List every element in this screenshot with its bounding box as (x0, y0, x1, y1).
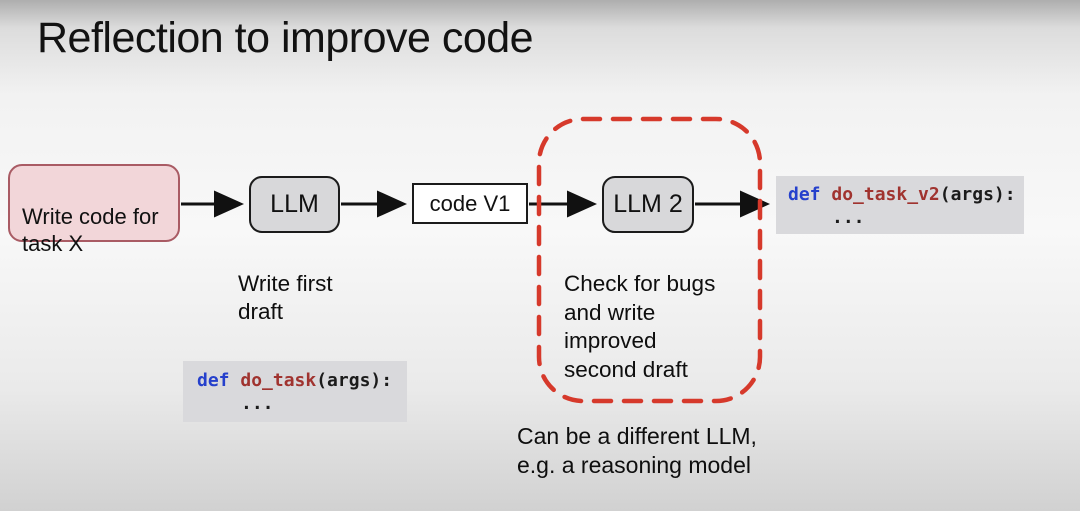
code-args: (args): (939, 184, 1016, 205)
code-snippet-v2-line1: def do_task_v2(args): (788, 183, 1024, 206)
code-snippet-v1-line1: def do_task(args): (197, 369, 407, 392)
code-keyword: def (197, 370, 230, 391)
task-prompt-label: Write code for task X (22, 204, 159, 256)
code-function-name: do_task (240, 370, 317, 391)
code-args: (args): (316, 370, 393, 391)
annotation-write-first-draft: Write first draft (238, 271, 333, 324)
llm2-box-label: LLM 2 (613, 190, 683, 218)
llm-box: LLM (249, 176, 340, 233)
llm-box-label: LLM (270, 190, 319, 218)
code-snippet-v1: def do_task(args): ... (183, 361, 407, 422)
code-snippet-v2-body: ... (832, 207, 865, 228)
code-snippet-v2: def do_task_v2(args): ... (776, 176, 1024, 234)
code-snippet-v1-body: ... (241, 393, 274, 414)
code-function-name: do_task_v2 (831, 184, 940, 205)
annotation-check-for-bugs: Check for bugs and write improved second… (564, 271, 716, 382)
annotation-different-llm: Can be a different LLM, e.g. a reasoning… (517, 423, 757, 478)
code-keyword: def (788, 184, 821, 205)
code-v1-box: code V1 (412, 183, 528, 224)
code-v1-box-label: code V1 (429, 190, 511, 216)
slide-title: Reflection to improve code (37, 14, 534, 62)
task-prompt-box: Write code for task X (8, 164, 180, 256)
llm2-box: LLM 2 (602, 176, 694, 233)
